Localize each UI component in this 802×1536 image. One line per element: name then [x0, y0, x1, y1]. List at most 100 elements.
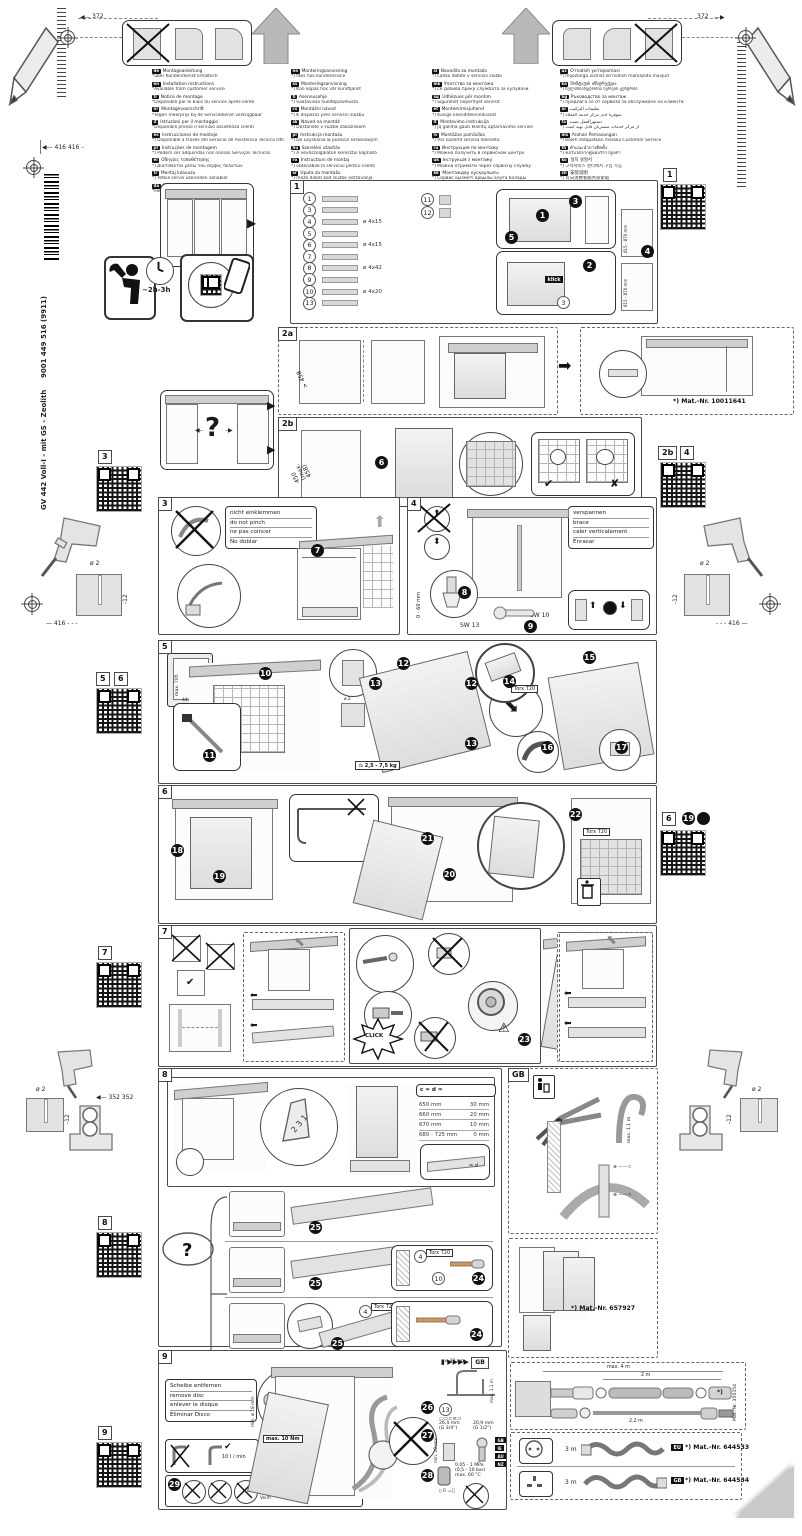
hose-extension-panel: max. 4 m 2 m 2,2 m *) Mat.-Nr. 350354 [510, 1362, 746, 1430]
model-name: GV 442 Voll-I - mit GS - Zeolith [40, 389, 48, 510]
drill-template [740, 1098, 778, 1132]
click-label: CLICK [365, 1033, 384, 1039]
check-icon: ✔ [544, 477, 554, 490]
cross-out-icon [171, 934, 201, 962]
barcode [44, 174, 59, 260]
cross-out-icon [634, 23, 678, 63]
dim-416-right: - - - 416 — [716, 620, 748, 627]
badge-17: 17 [615, 741, 628, 754]
registration-mark [762, 596, 778, 612]
drill-depth: -12 [672, 594, 679, 604]
hinge-bracket [69, 1105, 113, 1151]
g12-dim: 20,9 mm(G 1/2") [473, 1421, 494, 1431]
pressure-dim: 0,05 - 1 MPa(0,5 - 10 bar)max. 60 °C [455, 1463, 486, 1478]
badge-25b: 25 [309, 1277, 322, 1290]
registration-mark [24, 596, 40, 612]
eu-tag: EU [671, 1444, 684, 1451]
trash-person-box [533, 1075, 555, 1099]
drill-diameter: ø 2 [700, 560, 710, 567]
step2a-accessory-panel: *) Mat.-Nr. 10011641 [580, 327, 794, 415]
table-header: c = d = [420, 1087, 443, 1094]
kitchen-overview-box: ▶ [160, 183, 256, 267]
cross-out-icon [205, 942, 235, 970]
dim-max705: max. 705 [175, 674, 180, 696]
page-curl [736, 1466, 794, 1518]
part-row: 5 [303, 227, 453, 241]
svg-text:?: ? [182, 1240, 192, 1261]
gb-fast-strip: ▮ ▶▶▶▶ GB [441, 1357, 489, 1369]
part-row: 1 [303, 192, 453, 206]
note-line: No doblar [230, 539, 258, 546]
mat-nr-657927: *) Mat.-Nr. 657927 [571, 1305, 636, 1312]
part-row: 7 [303, 250, 453, 264]
click-starburst-icon [352, 1017, 404, 1061]
dim-max-1-1m: max. 1,1 m [489, 1379, 494, 1403]
ruler-top-right [737, 42, 746, 187]
note-line: brace [573, 519, 649, 529]
badge-22: 22 [569, 808, 582, 821]
eu-cord-length: 3 m [565, 1446, 577, 1453]
dim-416-416: ◀— 416 416 – [42, 144, 85, 151]
power-cord-panel: 3 m EU *) Mat.-Nr. 644533 3 m GB *) Mat.… [510, 1432, 749, 1500]
qr-step5-tab: 5 [96, 672, 110, 686]
registration-mark [26, 160, 41, 175]
cord-icon [581, 1441, 665, 1457]
torx-label: Torx T20 [426, 1249, 454, 1257]
qr-step7-tab: 7 [98, 946, 112, 960]
dim-max4m: max. 4 m [607, 1365, 630, 1370]
drill-icon [57, 1049, 93, 1099]
weight-label: ⚖ 2,5 - 7,5 kg [355, 761, 401, 770]
question-mark: ? [205, 413, 221, 443]
badge-16: 16 [541, 741, 554, 754]
qr-step2b-tab: 2b [658, 446, 678, 460]
mat-nr-10011641: *) Mat.-Nr. 10011641 [673, 398, 746, 405]
check-icon: ✔ [186, 977, 195, 988]
badge-23: 23 [518, 1033, 531, 1046]
clock-icon [146, 257, 174, 285]
drain-diameter: ø 38 mm [445, 1359, 466, 1364]
step1-parts-list: 1 3 4 ø 4x15 5 [303, 192, 453, 310]
gb-tag: GB [671, 1477, 684, 1484]
badge-11: 11 [203, 749, 216, 762]
qr-code-step3 [96, 466, 142, 512]
badge-24b: 24 [470, 1328, 483, 1341]
question-cloud-icon: ? [162, 1232, 214, 1266]
badge-7: 7 [311, 544, 324, 557]
x-icon: ✘ [610, 477, 620, 490]
gb-socket-icon [519, 1471, 553, 1497]
handle-profiles-box-left [122, 20, 252, 66]
drain-hose-parts [551, 1386, 732, 1400]
sink-trap-sketch [447, 1370, 495, 1396]
qr-code-step9 [96, 1442, 142, 1488]
badge-25: 25 [309, 1221, 322, 1234]
asterisk: *) [717, 1389, 723, 1396]
badge-26: 26 [421, 1401, 434, 1414]
badge-13b: 13 [465, 737, 478, 750]
badge-9: 9 [524, 620, 537, 633]
step8-panel: 8 2 3 1 c = d = 650 mm 30 mm 660 mm [158, 1068, 502, 1390]
cord-icon [583, 1474, 667, 1490]
part-row: 10 ø 4x20 [303, 285, 453, 299]
dim-0-60: 0 - 60 mm [416, 592, 422, 618]
hinge-bracket [679, 1105, 723, 1151]
step2b-tab: 2b [278, 417, 298, 431]
person-with-wrench-icon [109, 263, 140, 304]
gb-panel: GB max. 1,1 m ⊕ ——⊃ ⊕ ——⊃ [508, 1068, 658, 1234]
mat-nr-644534: *) Mat.-Nr. 644534 [685, 1477, 750, 1484]
note-line: verspannen [573, 509, 649, 519]
